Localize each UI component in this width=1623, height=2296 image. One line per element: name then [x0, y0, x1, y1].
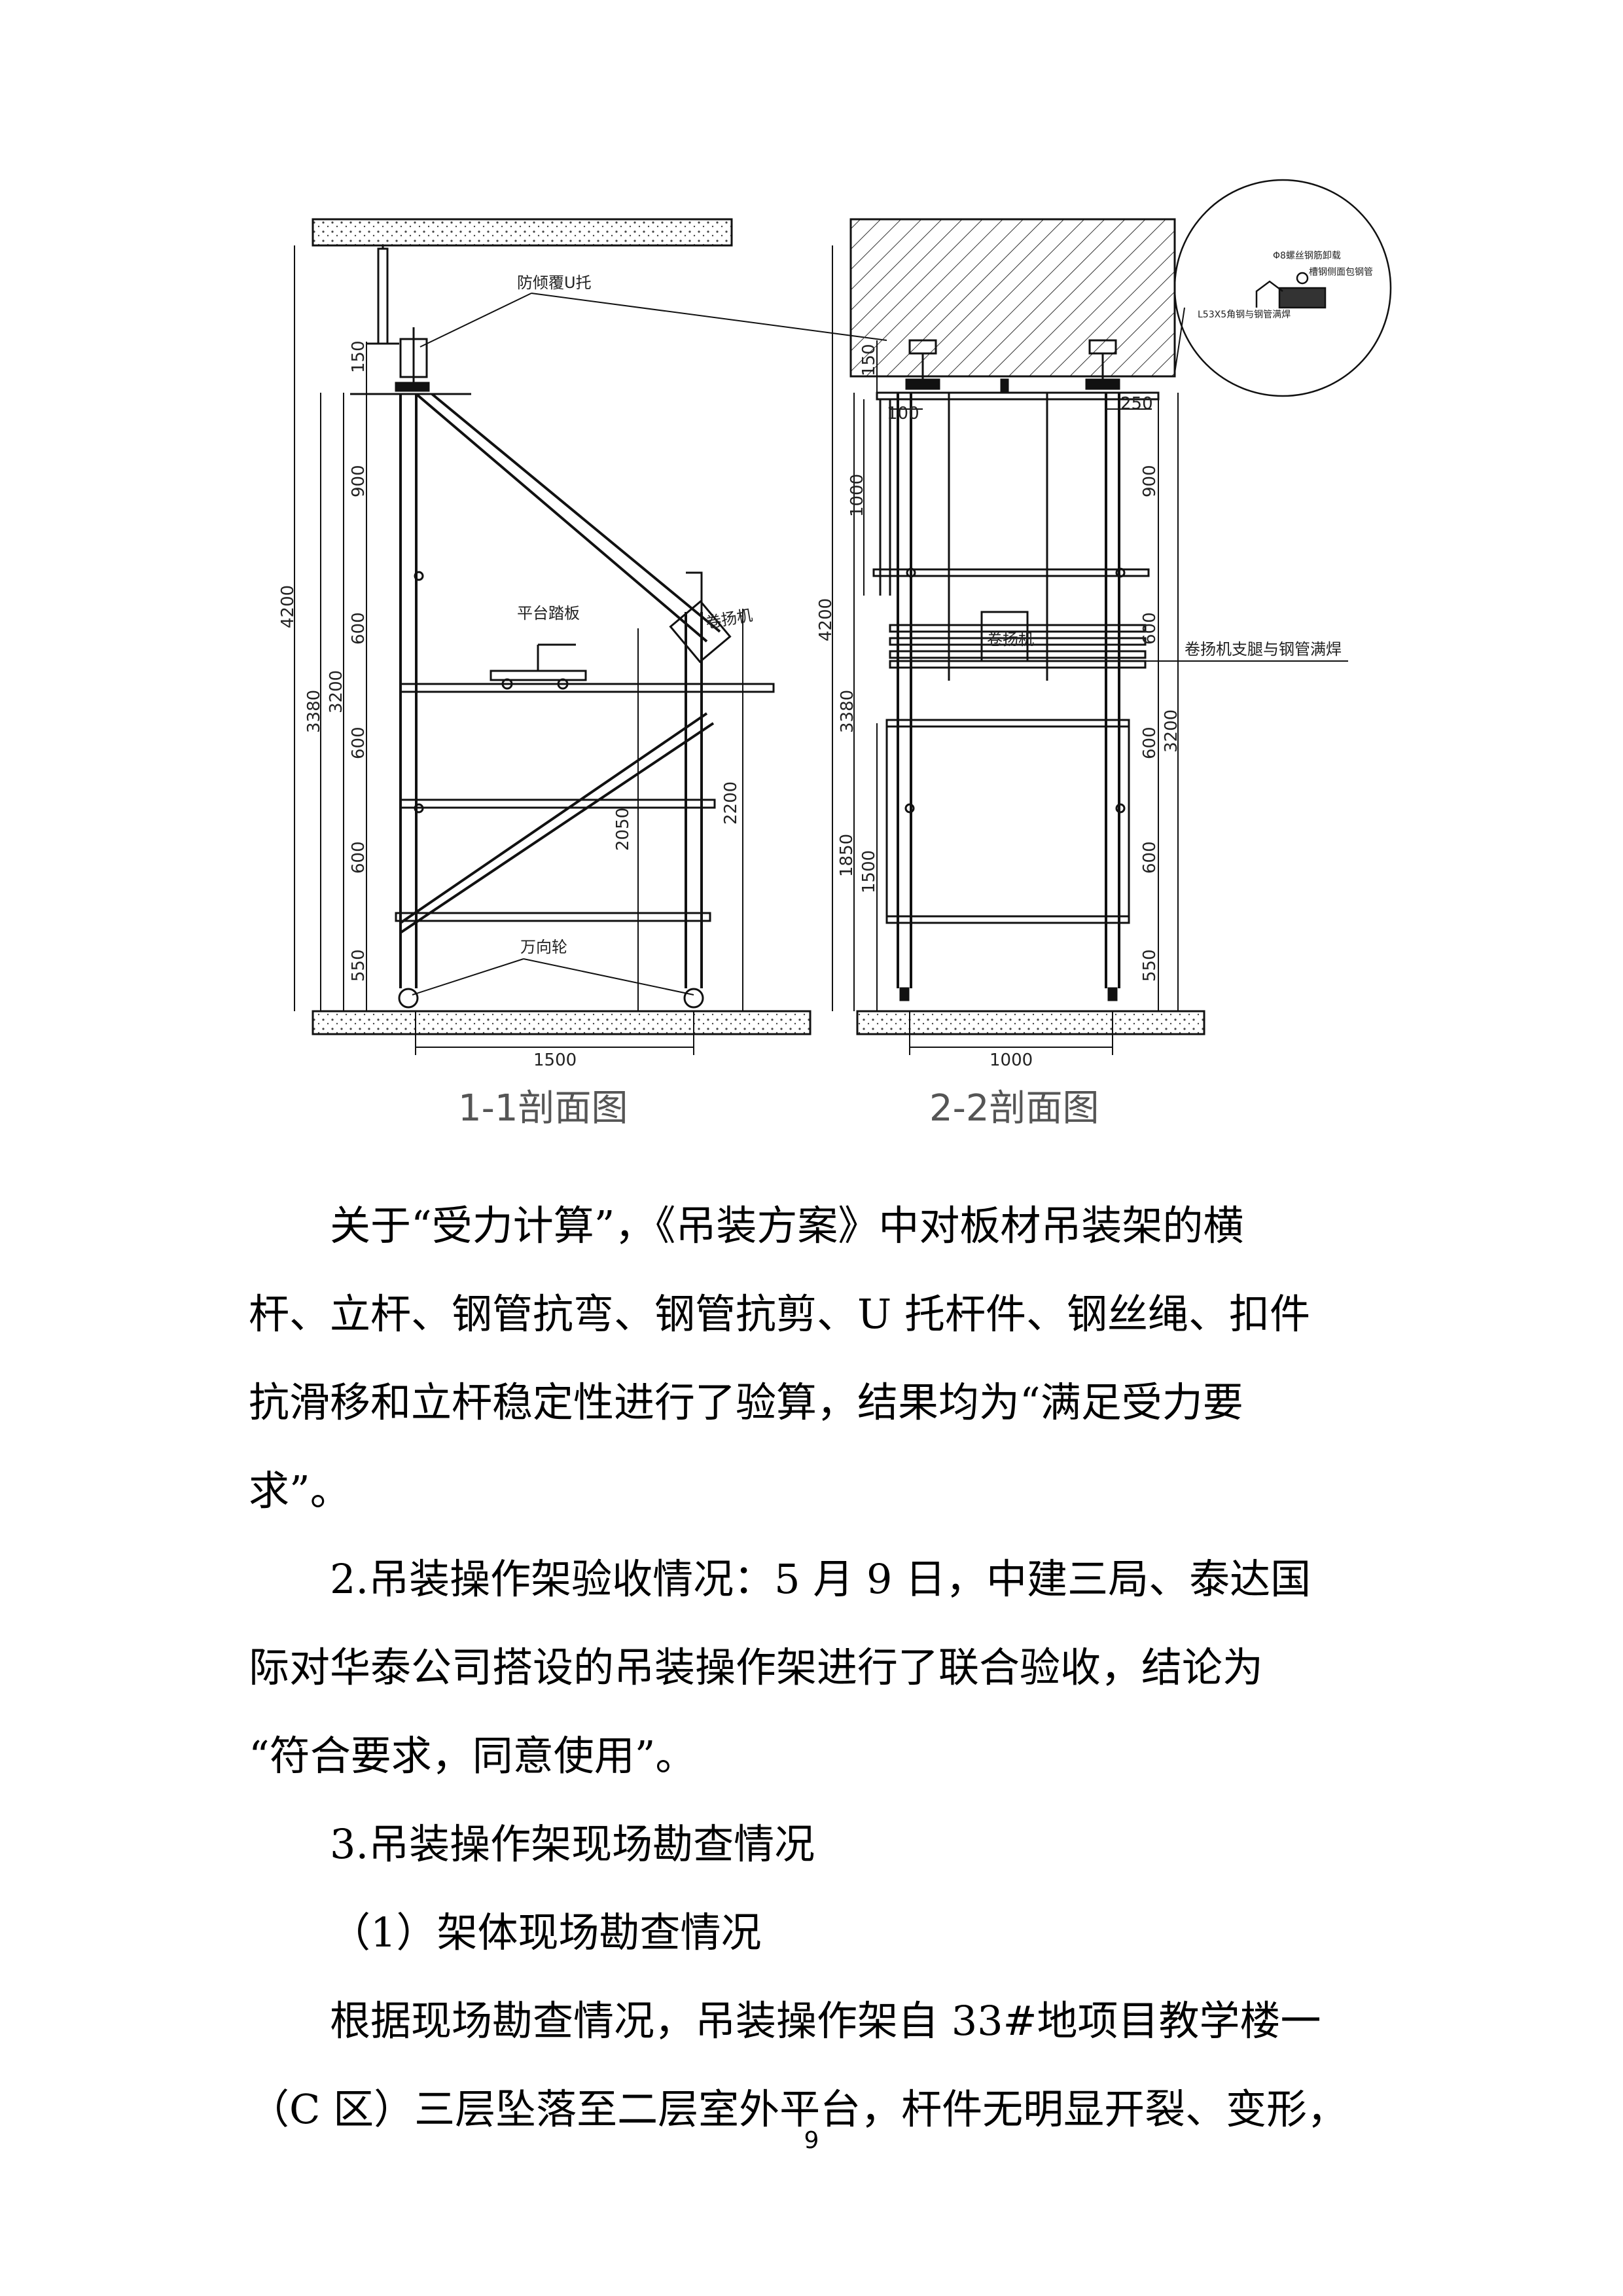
label-u-support: 防倾覆U托 [517, 274, 592, 292]
dim-1850: 1850 [837, 834, 857, 877]
label-caster: 万向轮 [520, 938, 567, 956]
label-weld-note: 卷扬机支腿与钢管满焊 [1185, 640, 1342, 658]
dim-3380-2: 3380 [838, 690, 857, 733]
dim-600-2c: 600 [1140, 841, 1160, 874]
detail-label-angle: L53X5角钢与钢管满焊 [1198, 310, 1291, 320]
para1-line3: 抗滑移和立杆稳定性进行了验算，结果均为“满足受力要 [249, 1378, 1243, 1426]
dim-600-1a: 600 [349, 612, 368, 645]
page-number: 9 [804, 2127, 819, 2154]
dim-2200: 2200 [721, 781, 741, 825]
para1-line2: 杆、立杆、钢管抗弯、钢管抗剪、U 托杆件、钢丝绳、扣件 [249, 1290, 1310, 1338]
section-2-dims: 4200 3380 3200 150 1000 1850 1500 100 25… [816, 344, 1181, 1070]
dim-2050: 2050 [613, 808, 633, 851]
dim-1500: 1500 [533, 1050, 577, 1070]
para2-line1: 2.吊装操作架验收情况：5 月 9 日，中建三局、泰达国 [330, 1555, 1311, 1603]
detail-label-channel: 槽钢侧面包钢管 [1309, 267, 1373, 278]
dim-600-1b: 600 [349, 726, 368, 759]
dim-600-2b: 600 [1140, 726, 1160, 759]
section-1-1 [294, 218, 887, 1055]
section-1-dims: 4200 3380 3200 150 900 600 600 600 550 2… [278, 340, 741, 1070]
concrete-beam [849, 218, 1176, 378]
dim-600-1c: 600 [349, 841, 368, 874]
dim-3380-1: 3380 [304, 690, 324, 733]
dim-900-1: 900 [349, 465, 368, 497]
dim-100: 100 [887, 404, 919, 423]
detail-labels: Φ8螺丝钢筋卸载 槽钢侧面包钢管 L53X5角钢与钢管满焊 [1198, 250, 1373, 320]
dim-1500-2: 1500 [859, 850, 879, 893]
hoist-box-2 [980, 611, 1029, 662]
section-heading-3: 3.吊装操作架现场勘查情况 [330, 1820, 815, 1868]
dim-1000-bottom: 1000 [990, 1050, 1033, 1070]
caster-left [398, 988, 419, 1009]
dim-150-1: 150 [349, 340, 368, 373]
dim-4200-1: 4200 [278, 585, 298, 628]
dim-3200-2: 3200 [1162, 709, 1181, 753]
hoist-box-1 [669, 600, 732, 664]
construction-drawing: 防倾覆U托 平台踏板 卷扬机 万向轮 4200 3380 3200 150 90… [278, 179, 1392, 1130]
floor-slab-2 [856, 1010, 1205, 1035]
caster-right [683, 988, 704, 1009]
dim-250: 250 [1120, 394, 1153, 414]
dim-3200-1: 3200 [327, 670, 346, 713]
platform-board [490, 670, 587, 681]
caption-section-1: 1-1剖面图 [458, 1087, 628, 1130]
floor-slab-1 [312, 1010, 812, 1035]
para2-line2: 际对华泰公司搭设的吊装操作架进行了联合验收，结论为 [249, 1643, 1264, 1691]
dim-600-2a: 600 [1140, 612, 1160, 645]
para3-line1: 根据现场勘查情况，吊装操作架自 33#地项目教学楼一 [330, 1997, 1321, 2045]
section-2-2 [832, 218, 1348, 1055]
detail-label-bolt: Φ8螺丝钢筋卸载 [1273, 250, 1341, 261]
dim-150-2: 150 [859, 344, 879, 376]
label-hoist-1: 卷扬机 [704, 606, 754, 632]
dim-550-1: 550 [349, 949, 368, 982]
dim-4200-2: 4200 [816, 598, 836, 641]
label-hoist-2: 卷扬机 [987, 630, 1034, 649]
dim-1000-2: 1000 [847, 474, 867, 517]
ceiling-slab-1 [312, 218, 733, 247]
para1-line1: 关于“受力计算”，《吊装方案》中对板材吊装架的横 [330, 1202, 1244, 1249]
para3-line2: （C 区）三层坠落至二层室外平台，杆件无明显开裂、变形， [249, 2085, 1348, 2133]
para2-line3: “符合要求，同意使用”。 [249, 1732, 696, 1780]
subsection-heading-3-1: （1）架体现场勘查情况 [330, 1909, 762, 1956]
caption-section-2: 2-2剖面图 [929, 1087, 1099, 1130]
dim-900-2: 900 [1140, 465, 1160, 497]
label-platform-board: 平台踏板 [517, 604, 580, 622]
para1-line4: 求”。 [249, 1467, 351, 1515]
dim-550-2: 550 [1140, 949, 1160, 982]
detail-callout [1173, 179, 1392, 397]
